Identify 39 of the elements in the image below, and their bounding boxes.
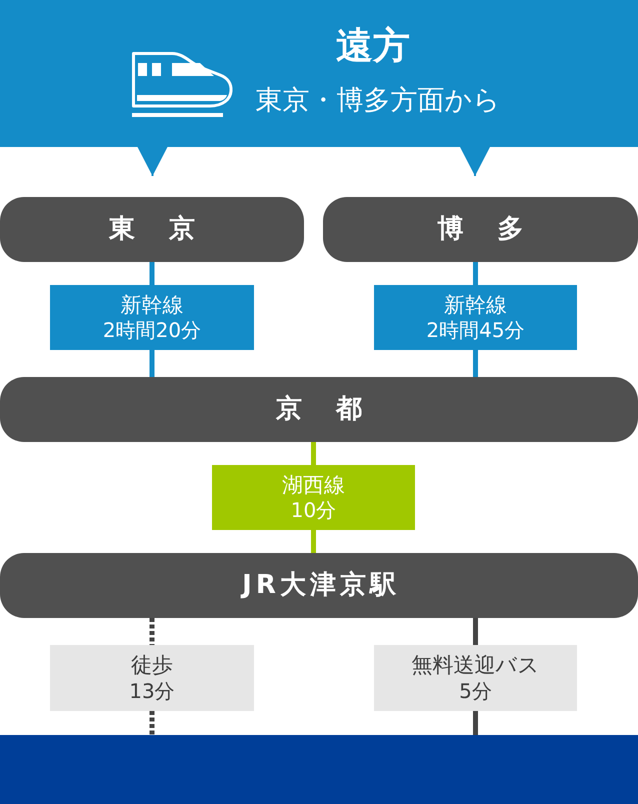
station-name: 博 多	[436, 214, 528, 246]
travel-time: 10分	[290, 498, 336, 524]
station-box	[323, 197, 638, 262]
connector-line	[473, 350, 478, 377]
route-name: 無料送迎バス	[412, 652, 540, 679]
route-name: 徒歩	[131, 652, 173, 679]
dotted-line	[150, 618, 154, 645]
travel-time: 5分	[459, 678, 492, 704]
footer-band	[0, 735, 638, 804]
route-box	[374, 645, 577, 711]
connector-line	[311, 530, 316, 553]
station-name: 東 京	[108, 214, 199, 246]
route-name: 新幹線	[120, 292, 184, 318]
route-box	[374, 285, 577, 350]
station-box	[0, 553, 638, 618]
route-box	[50, 285, 254, 350]
travel-time: 13分	[129, 678, 175, 704]
travel-time: 2時間45分	[426, 318, 525, 344]
connector-line	[473, 711, 478, 735]
route-name: 湖西線	[282, 472, 345, 498]
header-banner	[0, 0, 638, 147]
connector-line	[150, 350, 154, 377]
station-box	[0, 197, 304, 262]
arrow	[138, 147, 168, 176]
connector-line	[150, 262, 154, 285]
station-name: JR大津京駅	[240, 570, 400, 602]
subheading: 東京・博多方面から	[256, 85, 500, 116]
connector-line	[473, 618, 478, 645]
heading: 遠方	[336, 25, 410, 68]
station-name: 京 都	[274, 394, 366, 426]
route-box	[50, 645, 254, 711]
connector-line	[311, 442, 316, 465]
station-box	[0, 377, 638, 442]
route-box	[212, 465, 415, 530]
travel-time: 2時間20分	[102, 318, 202, 344]
arrow	[460, 147, 490, 176]
dotted-line	[150, 711, 154, 735]
route-name: 新幹線	[444, 292, 507, 318]
connector-line	[473, 262, 478, 285]
